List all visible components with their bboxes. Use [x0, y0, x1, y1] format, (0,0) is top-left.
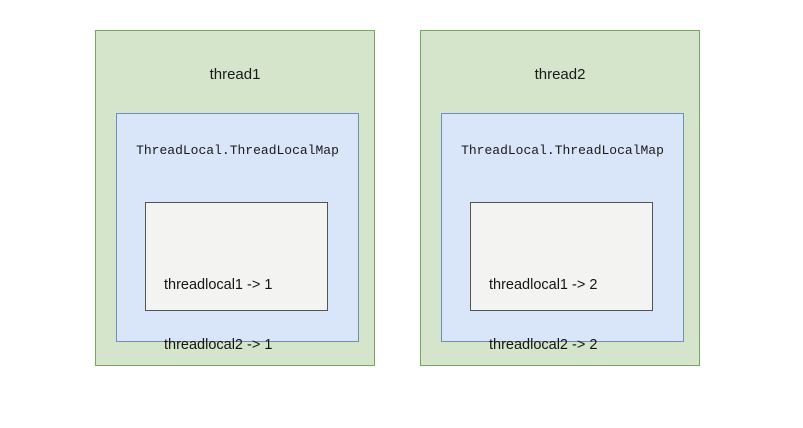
- entries-list: threadlocal1 -> 1 threadlocal2 -> 1: [164, 235, 272, 395]
- thread-panel-thread2: thread2 ThreadLocal.ThreadLocalMap threa…: [420, 30, 700, 366]
- entry-item: threadlocal1 -> 2: [489, 277, 598, 293]
- thread-panel-title: thread2: [534, 66, 586, 83]
- threadlocalmap-box: ThreadLocal.ThreadLocalMap threadlocal1 …: [116, 113, 359, 353]
- entry-item: threadlocal1 -> 1: [164, 277, 273, 293]
- threadlocalmap-title: ThreadLocal.ThreadLocalMap: [136, 143, 339, 158]
- threadlocalmap-entries-box: threadlocal1 -> 1 threadlocal2 -> 1: [145, 202, 328, 353]
- thread-panel-thread1: thread1 ThreadLocal.ThreadLocalMap threa…: [95, 30, 375, 366]
- entry-item: threadlocal2 -> 1: [164, 337, 273, 353]
- threadlocalmap-box: ThreadLocal.ThreadLocalMap threadlocal1 …: [441, 113, 684, 353]
- entries-list: threadlocal1 -> 2 threadlocal2 -> 2: [489, 235, 597, 395]
- entry-item: threadlocal2 -> 2: [489, 337, 598, 353]
- thread-panel-title: thread1: [209, 66, 261, 83]
- threadlocalmap-title: ThreadLocal.ThreadLocalMap: [461, 143, 664, 158]
- threadlocalmap-entries-box: threadlocal1 -> 2 threadlocal2 -> 2: [470, 202, 653, 353]
